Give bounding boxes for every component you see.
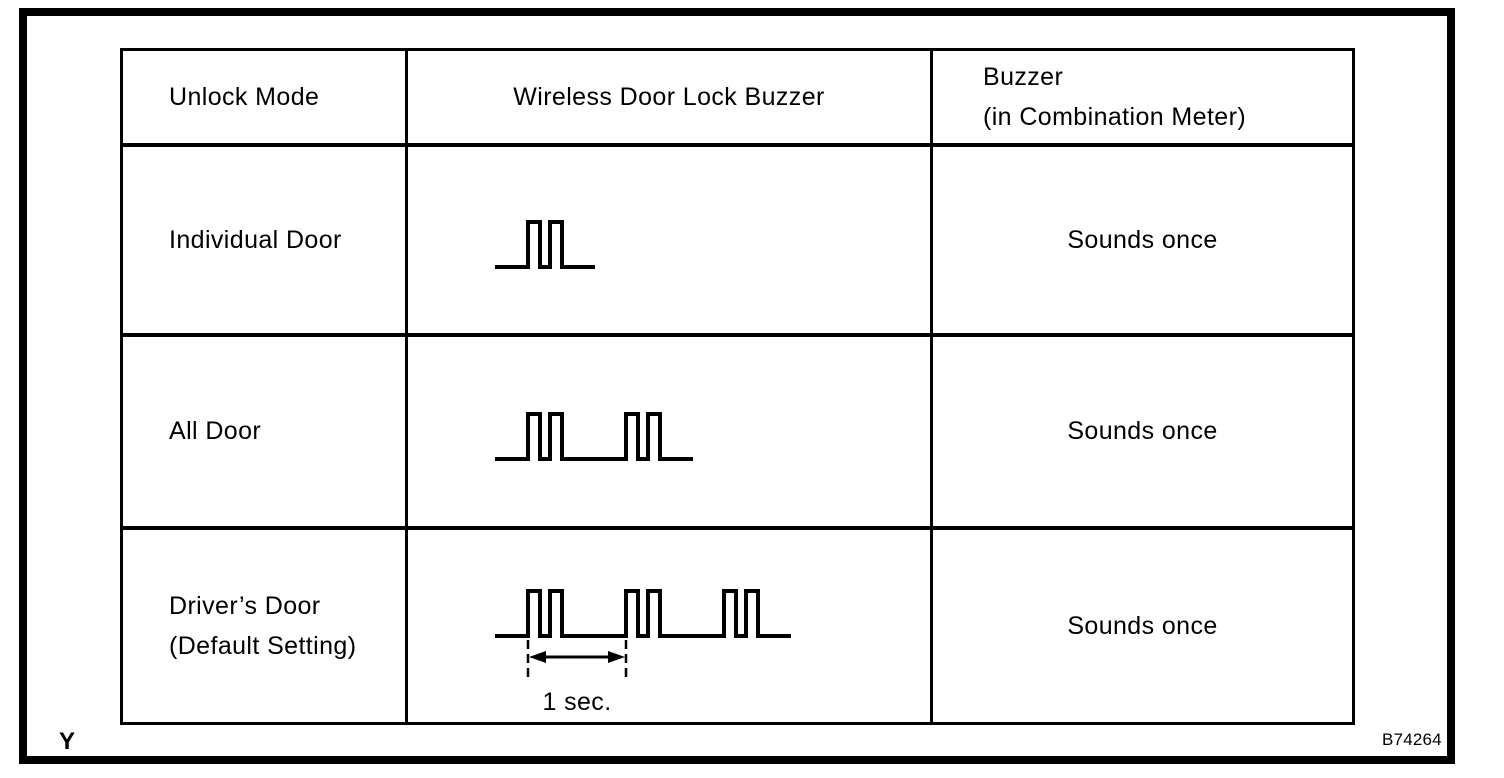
header-buzzer-line2: (in Combination Meter) — [983, 103, 1247, 131]
interval-label: 1 sec. — [542, 688, 611, 716]
meter-buzzer-label: Sounds once — [1067, 417, 1218, 445]
figure-frame: Unlock Mode Wireless Door Lock Buzzer Bu… — [19, 8, 1455, 764]
buzzer-waveform-icon — [495, 412, 693, 461]
unlock-mode-label: All Door — [169, 417, 262, 445]
unlock-mode-label: Driver’s Door — [169, 592, 321, 620]
buzzer-waveform-icon — [495, 220, 595, 269]
cell-buzzer-waveform-individual-door — [408, 147, 933, 337]
cell-buzzer-waveform-drivers-door: 1 sec. — [408, 530, 933, 722]
waveform-path — [495, 412, 693, 461]
cell-unlock-mode-drivers-door: Driver’s Door (Default Setting) — [123, 530, 408, 722]
figure-code: B74264 — [1382, 730, 1442, 749]
waveform-path — [495, 220, 595, 269]
header-wireless-door-lock-buzzer-label: Wireless Door Lock Buzzer — [513, 82, 825, 111]
unlock-mode-table: Unlock Mode Wireless Door Lock Buzzer Bu… — [120, 48, 1355, 725]
cell-meter-buzzer-individual-door: Sounds once — [933, 147, 1352, 337]
interval-arrowhead-right — [608, 651, 625, 663]
page-corner-label: Y — [59, 728, 76, 755]
cell-meter-buzzer-drivers-door: Sounds once — [933, 530, 1352, 722]
meter-buzzer-label: Sounds once — [1067, 225, 1218, 254]
cell-meter-buzzer-all-door: Sounds once — [933, 337, 1352, 530]
unlock-mode-label: Individual Door — [169, 225, 342, 254]
header-buzzer-line1: Buzzer — [983, 63, 1064, 91]
header-buzzer-combination-meter: Buzzer (in Combination Meter) — [933, 51, 1352, 147]
cell-unlock-mode-all-door: All Door — [123, 337, 408, 530]
interval-arrowhead-left — [529, 651, 546, 663]
cell-unlock-mode-individual-door: Individual Door — [123, 147, 408, 337]
cell-buzzer-waveform-all-door — [408, 337, 933, 530]
header-unlock-mode-label: Unlock Mode — [169, 82, 320, 111]
meter-buzzer-label: Sounds once — [1067, 611, 1218, 640]
unlock-mode-sub-label: (Default Setting) — [169, 632, 357, 660]
waveform-path — [495, 589, 791, 638]
header-unlock-mode: Unlock Mode — [123, 51, 408, 147]
header-wireless-door-lock-buzzer: Wireless Door Lock Buzzer — [408, 51, 933, 147]
buzzer-waveform-icon: 1 sec. — [495, 589, 791, 716]
